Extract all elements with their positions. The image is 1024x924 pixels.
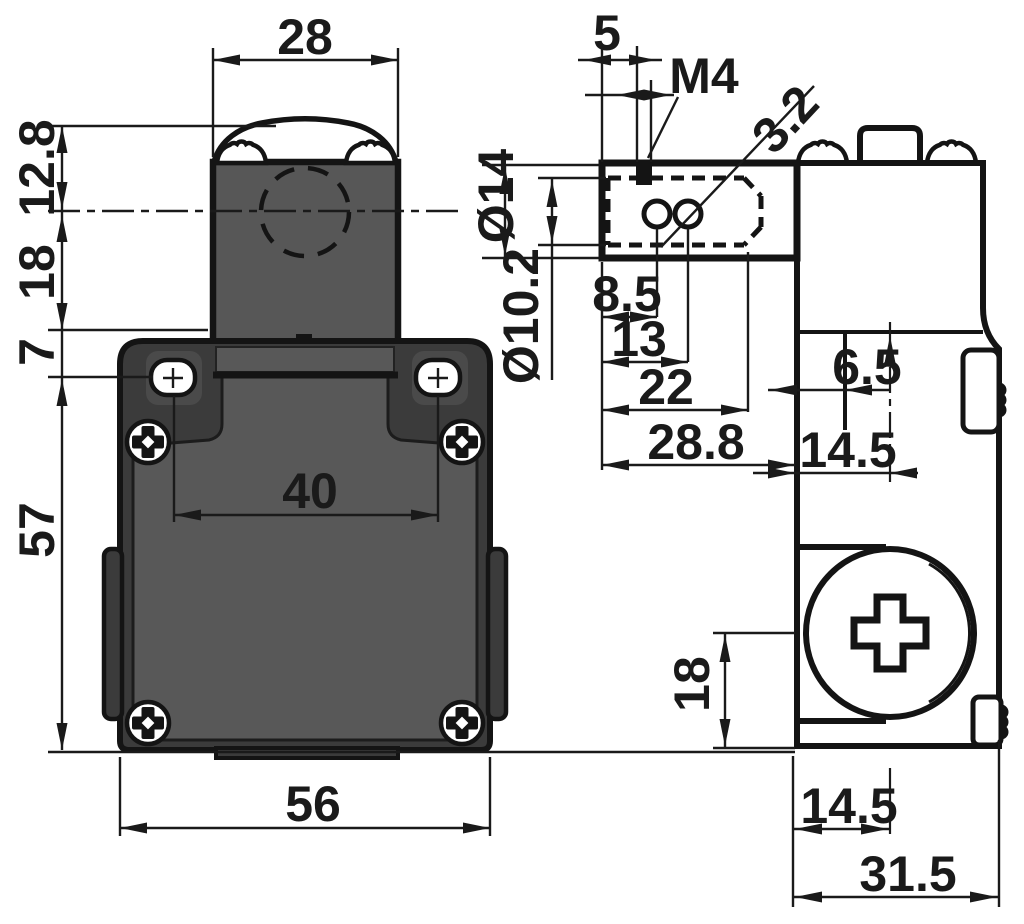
dim-body-depth: 31.5 <box>859 846 956 902</box>
dim-hole2-offset: 13 <box>611 311 667 367</box>
dim-plunger-height: 12.8 <box>9 119 65 216</box>
dim-plunger-outer-dia: Ø14 <box>468 149 524 244</box>
dim-hole-spacing: 40 <box>282 463 338 519</box>
dim-head-depth: 28.8 <box>647 414 744 470</box>
cable-entry-cap-inner-edge <box>928 562 971 704</box>
front-dimensions: 28 12.8 18 7 57 40 56 <box>9 9 795 836</box>
side-clip-lower <box>970 694 1009 748</box>
phillips-screws-front <box>124 418 486 747</box>
dim-cable-offset-bottom: 14.5 <box>800 778 897 834</box>
dim-head-height: 18 <box>9 244 65 300</box>
dim-shoulder-offset: 7 <box>9 338 65 366</box>
dim-cable-center-height: 18 <box>664 656 720 712</box>
side-dimensions: 5 M4 3.2 Ø14 Ø10.2 8.5 13 22 28.8 6.5 14… <box>468 5 1001 907</box>
plunger-dome <box>210 116 400 165</box>
front-head <box>209 158 402 347</box>
side-view <box>598 125 1009 749</box>
front-top-strip <box>215 346 395 373</box>
dim-head-width: 28 <box>277 9 333 65</box>
knurled-screw-side-right <box>927 141 976 163</box>
hidden-slot <box>605 175 764 248</box>
dim-thread: M4 <box>669 48 739 104</box>
front-left-tab <box>101 546 125 722</box>
front-view <box>48 116 509 760</box>
front-head-notch <box>296 334 312 343</box>
dim-slot-depth: 22 <box>638 359 694 415</box>
side-clip-upper <box>960 347 1007 435</box>
dim-body-width: 56 <box>285 776 341 832</box>
cable-entry-cross <box>850 593 930 673</box>
dim-body-height: 57 <box>9 502 65 558</box>
contact-hole-1 <box>641 198 673 230</box>
dim-hole1-offset: 8.5 <box>592 266 662 322</box>
dim-slot-offset: 5 <box>593 5 621 61</box>
front-right-tab <box>485 546 509 722</box>
slot-cross-marks <box>163 368 448 388</box>
dim-step-offset: 6.5 <box>832 339 902 395</box>
m4-hole <box>636 163 652 185</box>
knurled-screw-side-left <box>798 141 847 163</box>
contact-hole-2 <box>672 198 704 230</box>
dim-cable-offset-mid: 14.5 <box>799 422 896 478</box>
dim-plunger-inner-dia: Ø10.2 <box>493 248 549 384</box>
side-top-knob <box>857 125 923 168</box>
